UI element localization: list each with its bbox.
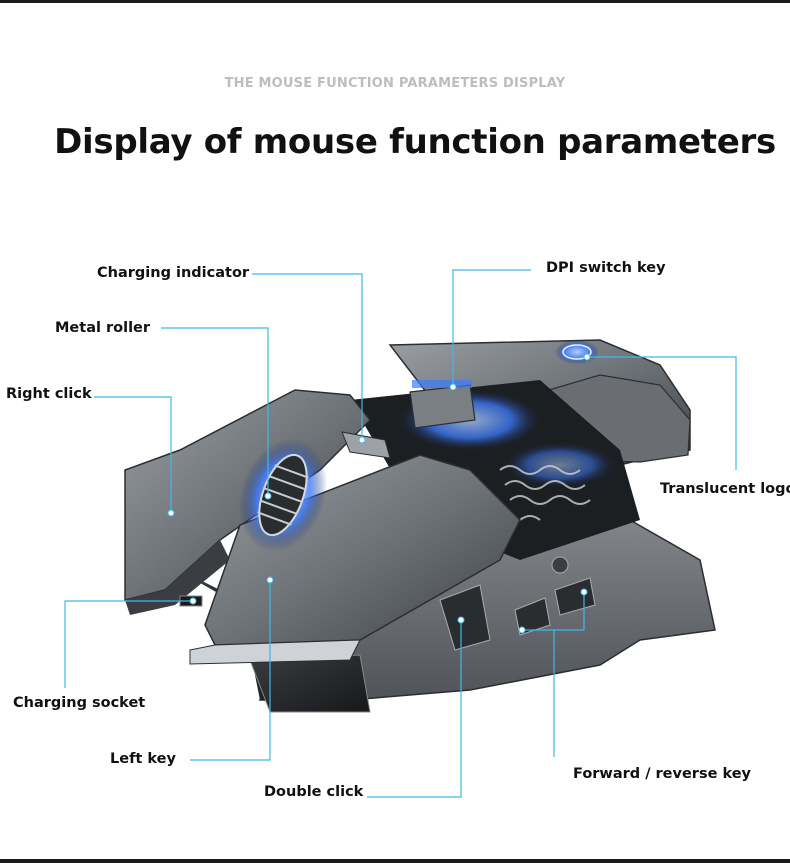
left-click-front	[189, 639, 361, 665]
dot-double-click	[457, 616, 465, 624]
label-charging-socket: Charging socket	[13, 695, 146, 711]
label-left-key: Left key	[110, 751, 176, 767]
dot-charging-socket	[189, 597, 197, 605]
mouse-body	[124, 339, 716, 713]
label-forward-reverse-key: Forward / reverse key	[573, 766, 752, 782]
scroll-wheel-ridges	[257, 464, 309, 526]
bottom-border	[0, 859, 790, 863]
leader-dots	[167, 353, 591, 634]
label-translucent-logo: Translucent logo	[660, 481, 790, 497]
dpi-button-glow	[412, 380, 472, 388]
label-right-click: Right click	[6, 386, 92, 402]
label-double-click: Double click	[264, 784, 364, 800]
leader-charging-indicator	[252, 273, 363, 440]
dot-charging-indicator	[358, 436, 366, 444]
page-subtitle: THE MOUSE FUNCTION PARAMETERS DISPLAY	[224, 76, 566, 91]
leader-charging-socket	[64, 600, 193, 688]
leader-left-key	[190, 580, 271, 761]
label-metal-roller: Metal roller	[55, 320, 151, 336]
leader-metal-roller	[161, 327, 269, 496]
leader-translucent-logo	[587, 356, 737, 470]
leader-forward-reverse-2	[554, 592, 585, 631]
leader-double-click	[367, 620, 462, 798]
dot-metal-roller	[264, 492, 272, 500]
mouse-front-lower	[249, 654, 371, 713]
charging-indicator-button	[341, 431, 391, 459]
forward-button	[514, 597, 551, 636]
label-charging-indicator: Charging indicator	[97, 265, 250, 281]
dot-translucent-logo	[583, 353, 591, 361]
leader-lines	[64, 269, 737, 798]
side-button-1	[439, 584, 491, 651]
leader-right-click	[94, 396, 172, 513]
logo-glow	[555, 340, 599, 364]
right-click-edge	[125, 540, 230, 615]
dot-left-key	[266, 576, 274, 584]
label-dpi-switch-key: DPI switch key	[546, 260, 666, 276]
left-click-panel	[204, 454, 521, 646]
logo-mark	[562, 344, 592, 360]
cavity-glow-2	[505, 443, 615, 487]
top-border	[0, 0, 790, 3]
dpi-button	[409, 384, 476, 429]
side-screw	[551, 556, 569, 574]
dot-reverse	[580, 588, 588, 596]
dot-dpi-switch	[449, 383, 457, 391]
dot-right-click	[167, 509, 175, 517]
reverse-button	[554, 577, 596, 616]
dot-forward	[518, 626, 526, 634]
page-title: Display of mouse function parameters	[54, 122, 776, 162]
leader-dpi-switch	[452, 269, 531, 387]
